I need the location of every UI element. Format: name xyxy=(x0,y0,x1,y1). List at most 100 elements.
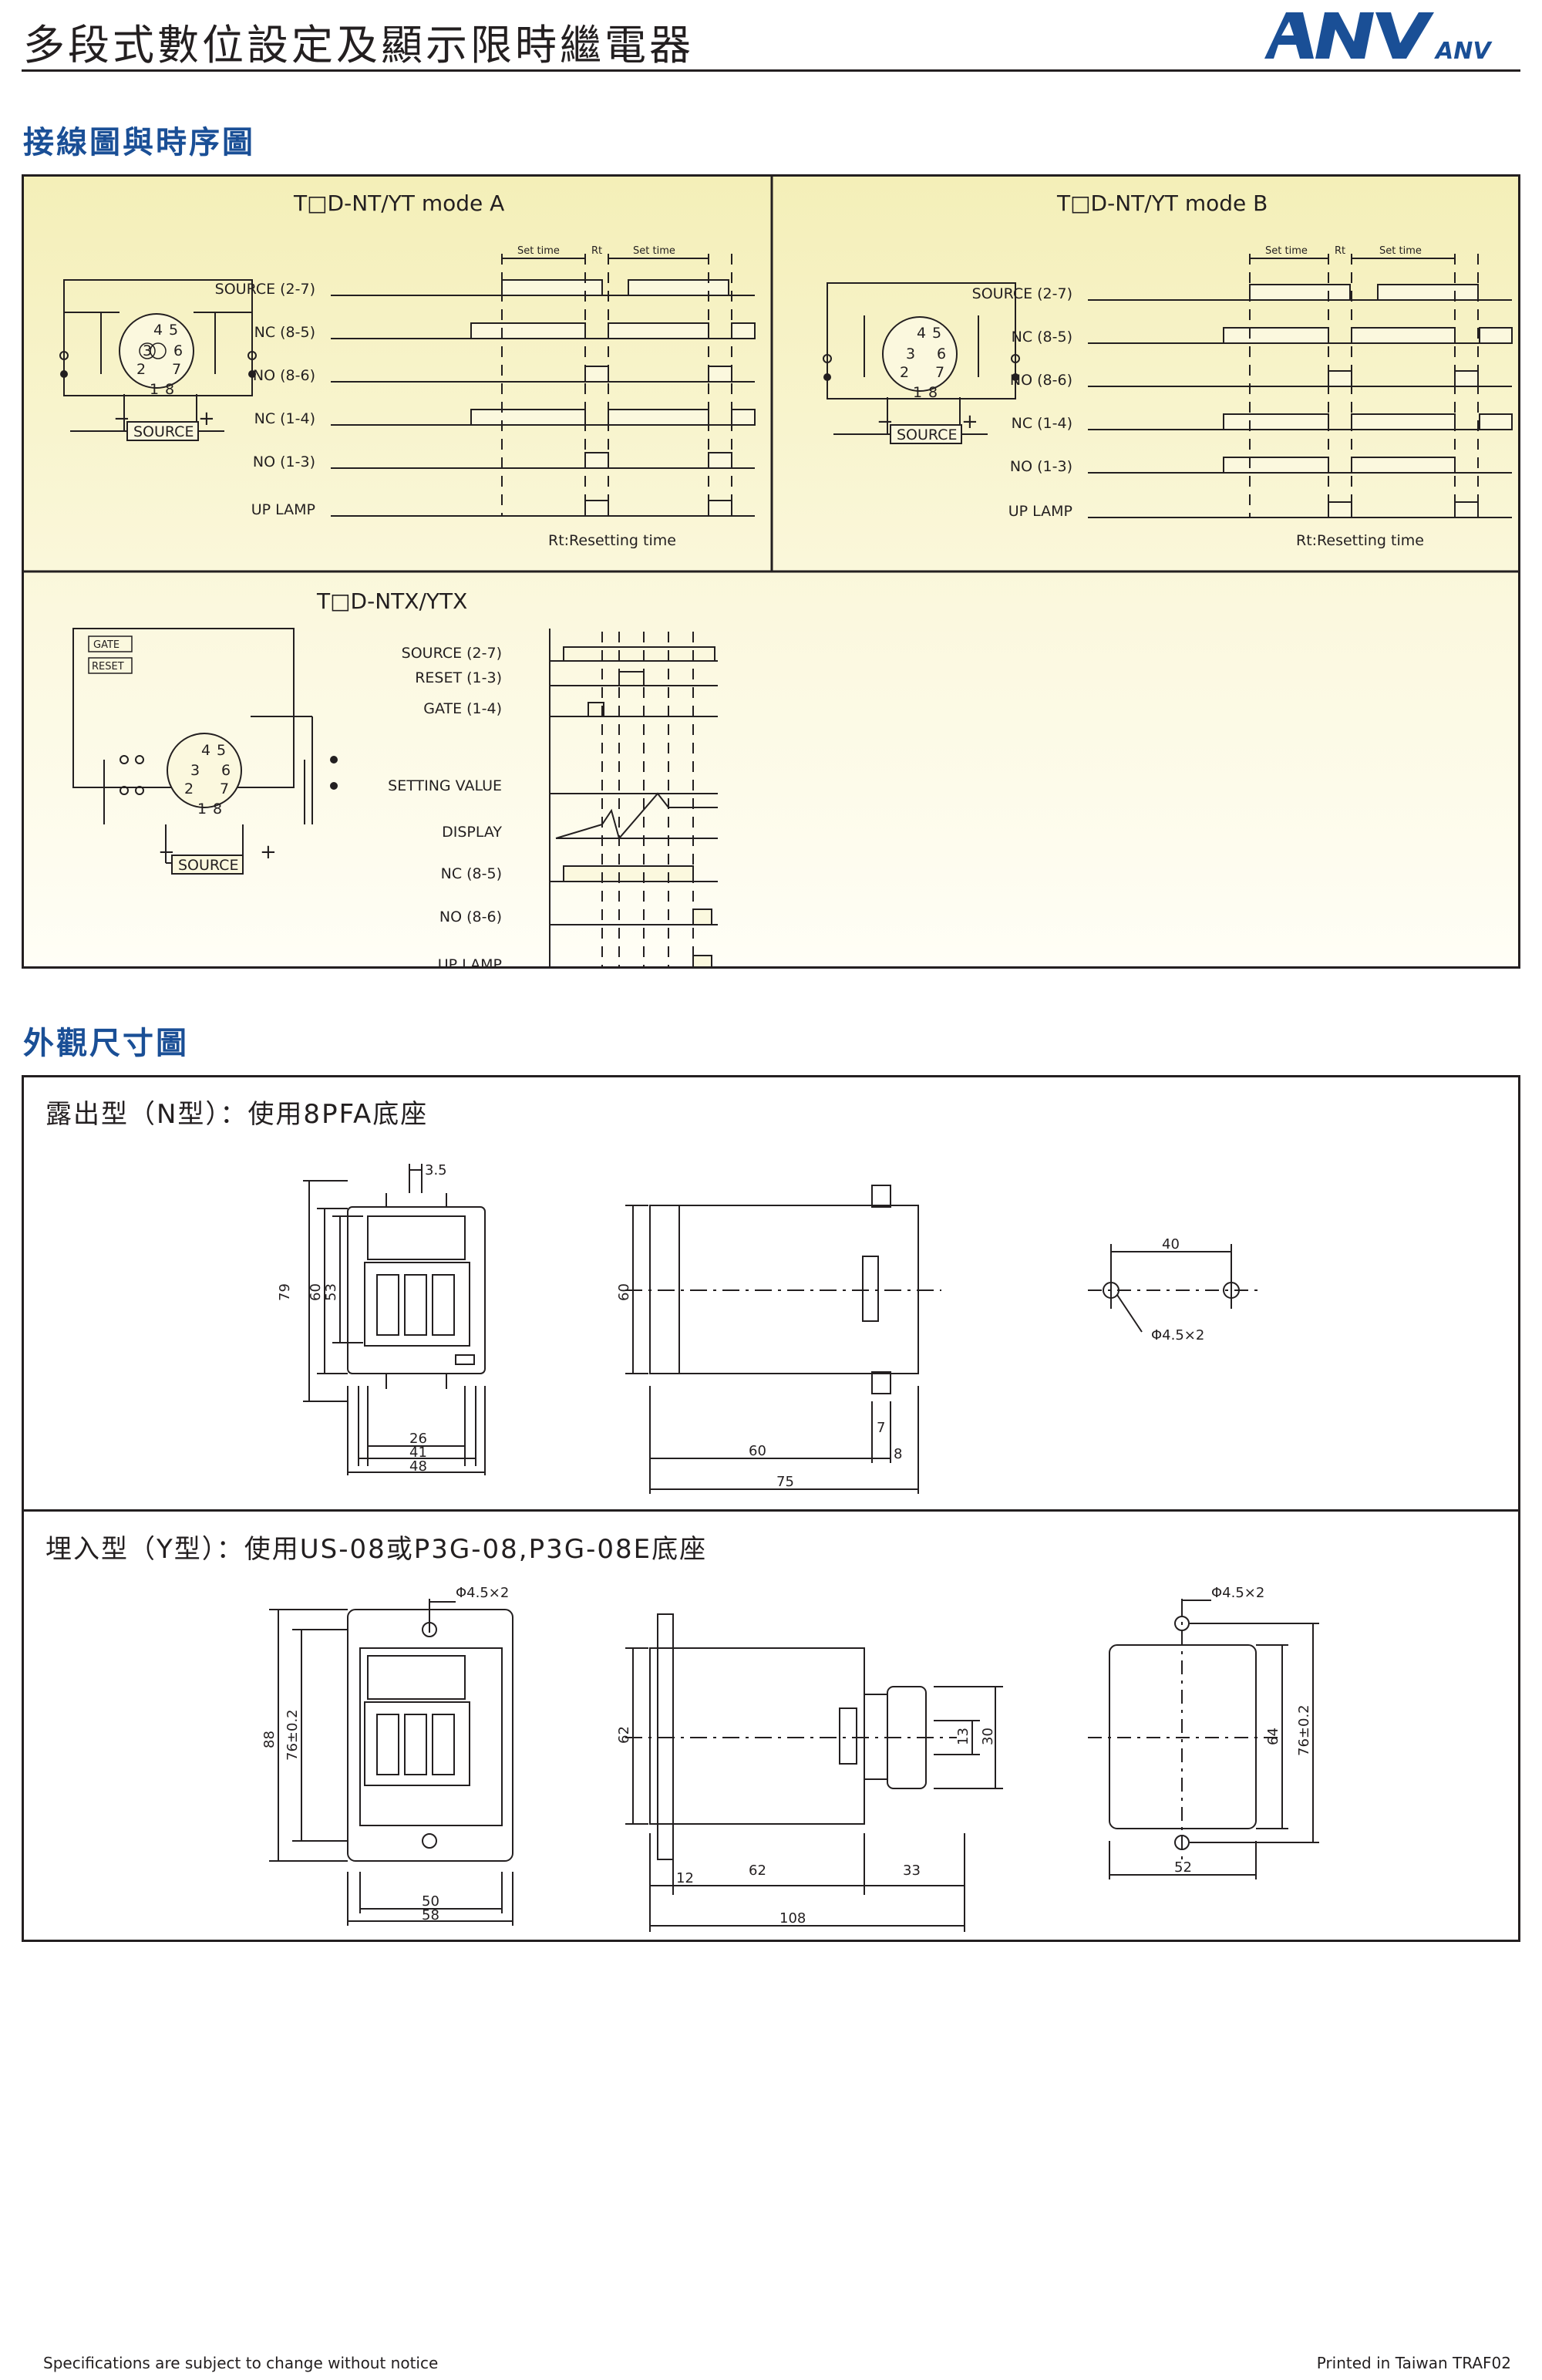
mode-a-signal: NO (1-3) xyxy=(253,453,315,470)
y-cutout-hole: Φ4.5×2 xyxy=(1211,1585,1264,1601)
dimension-section-title: 外觀尺寸圖 xyxy=(23,1026,189,1061)
mode-b-signal: SOURCE (2-7) xyxy=(972,285,1072,302)
mode-a-set-time: Set time xyxy=(517,245,560,257)
y-side-d3: 33 xyxy=(903,1863,921,1879)
ntx-signal-labels: SOURCE (2-7) RESET (1-3) GATE (1-4) SETT… xyxy=(388,645,502,973)
pin-3: 3 xyxy=(190,762,200,779)
mode-b-minus: − xyxy=(877,410,894,433)
ntx-minus: − xyxy=(158,841,175,864)
pin-7: 7 xyxy=(172,361,181,378)
y-front-w1: 50 xyxy=(422,1893,439,1910)
ntx-signal: UP LAMP xyxy=(438,956,502,966)
mode-a-signal: NC (1-4) xyxy=(254,410,315,427)
mode-a-rt: Rt xyxy=(591,245,602,257)
mode-b-signal: NC (1-4) xyxy=(1012,415,1072,432)
mode-a-minus: − xyxy=(113,407,130,430)
y-side-d1: 12 xyxy=(676,1870,694,1886)
footer-right: Printed in Taiwan TRAF02 xyxy=(1316,2354,1511,2372)
y-side-h2: 13 xyxy=(955,1728,971,1745)
dimension-divider xyxy=(24,1509,1518,1512)
pin-2: 2 xyxy=(900,364,909,381)
y-side-h3: 30 xyxy=(980,1728,996,1745)
dimension-panel: 露出型（N型）：使用8PFA底座 埋入型（Y型）：使用US-08或P3G-08,… xyxy=(22,1075,1520,1942)
y-cutout-h1: 64 xyxy=(1265,1728,1281,1745)
pin-5: 5 xyxy=(932,325,941,342)
pin-1: 1 xyxy=(913,384,922,401)
n-dim-h1: 79 xyxy=(277,1283,293,1301)
y-front-hole: Φ4.5×2 xyxy=(456,1585,509,1601)
y-cutout-w: 52 xyxy=(1174,1859,1192,1876)
mode-b-set-time: Set time xyxy=(1265,245,1308,257)
dimension-drawings: 3.5 79 60 53 26 41 48 60 60 75 7 8 40 Φ4… xyxy=(261,1162,1319,1932)
ntx-signal: SOURCE (2-7) xyxy=(402,645,502,662)
n-dim-w1: 26 xyxy=(409,1431,427,1447)
ntx-timing-chart xyxy=(549,629,718,976)
pin-8: 8 xyxy=(165,381,174,398)
n-dim-w3: 48 xyxy=(409,1458,427,1475)
n-hole-dia: Φ4.5×2 xyxy=(1151,1327,1204,1343)
y-front-h1: 88 xyxy=(261,1731,278,1748)
mode-a-signal-labels: SOURCE (2-7) NC (8-5) NO (8-6) NC (1-4) … xyxy=(215,281,315,518)
pin-2: 2 xyxy=(136,361,146,378)
pin-3: 3 xyxy=(143,342,152,359)
pin-7: 7 xyxy=(220,780,229,797)
y-cutout-h2: 76±0.2 xyxy=(1296,1704,1312,1756)
mode-b-signal: NO (1-3) xyxy=(1010,458,1072,475)
mode-b-signal: UP LAMP xyxy=(1008,503,1072,520)
footer-left: Specifications are subject to change wit… xyxy=(43,2354,439,2372)
n-side-dim-d4: 8 xyxy=(894,1446,902,1462)
n-side-dim-h: 60 xyxy=(616,1283,632,1301)
y-side-d4: 108 xyxy=(779,1910,806,1927)
pin-3: 3 xyxy=(906,346,915,362)
mode-a-note: Rt:Resetting time xyxy=(548,532,676,549)
pin-7: 7 xyxy=(935,364,944,381)
mode-b-title: T□D-NT/YT mode B xyxy=(1056,190,1268,216)
n-side-dim-d3: 7 xyxy=(877,1420,885,1436)
mode-b-source-label: SOURCE xyxy=(897,426,957,443)
ntx-gate-label: GATE xyxy=(93,639,120,651)
ntx-source-label: SOURCE xyxy=(178,857,238,874)
ntx-title: T□D-NTX/YTX xyxy=(316,588,467,614)
mode-b-signal: NO (8-6) xyxy=(1010,372,1072,389)
n-dim-top: 3.5 xyxy=(425,1162,447,1178)
mode-a-title: T□D-NT/YT mode A xyxy=(293,190,504,216)
pin-4: 4 xyxy=(201,742,210,759)
mode-a-source-label: SOURCE xyxy=(133,423,194,440)
mode-b-set-time-2: Set time xyxy=(1379,245,1422,257)
mode-b-plus: + xyxy=(961,410,978,433)
mode-a-signal: NO (8-6) xyxy=(253,367,315,384)
pin-6: 6 xyxy=(221,762,231,779)
mode-b-note: Rt:Resetting time xyxy=(1296,532,1424,549)
mode-a-signal: UP LAMP xyxy=(251,501,315,518)
n-side-dim-d2: 75 xyxy=(776,1474,794,1490)
pin-6: 6 xyxy=(173,342,183,359)
pin-8: 8 xyxy=(213,801,222,817)
mode-a-timing-chart xyxy=(331,254,756,517)
mode-a-signal: SOURCE (2-7) xyxy=(215,281,315,298)
pin-8: 8 xyxy=(928,384,938,401)
mode-a-wiring: 3 4 5 6 2 7 1 8 − + SOURCE xyxy=(59,279,257,441)
wiring-section-title: 接線圖與時序圖 xyxy=(23,125,255,160)
n-dim-h2: 60 xyxy=(308,1283,324,1301)
mode-b-signal: NC (8-5) xyxy=(1012,329,1072,346)
mode-a-plus: + xyxy=(198,407,215,430)
ntx-wiring: GATE RESET 3 4 5 6 2 7 1 8 − xyxy=(72,628,338,875)
ntx-signal: SETTING VALUE xyxy=(388,777,502,794)
y-type-title: 埋入型（Y型）：使用US-08或P3G-08,P3G-08E底座 xyxy=(45,1534,708,1565)
mode-b-wiring: 3 4 5 6 2 7 1 8 − + SOURCE xyxy=(823,282,1020,444)
pin-1: 1 xyxy=(197,801,207,817)
ntx-signal: NC (8-5) xyxy=(441,865,502,882)
pin-5: 5 xyxy=(169,322,178,339)
pin-2: 2 xyxy=(184,780,194,797)
brand-logo: ANV xyxy=(1264,11,1519,65)
ntx-signal: DISPLAY xyxy=(442,824,502,841)
y-front-h2: 76±0.2 xyxy=(284,1709,301,1761)
ntx-reset-label: RESET xyxy=(92,661,124,673)
mode-a-set-time-2: Set time xyxy=(633,245,675,257)
mode-b-rt: Rt xyxy=(1335,245,1345,257)
n-dim-h3: 53 xyxy=(323,1283,339,1301)
n-type-title: 露出型（N型）：使用8PFA底座 xyxy=(45,1099,429,1130)
pin-5: 5 xyxy=(217,742,226,759)
n-hole-spacing: 40 xyxy=(1162,1236,1180,1252)
ntx-plus: + xyxy=(260,841,277,864)
